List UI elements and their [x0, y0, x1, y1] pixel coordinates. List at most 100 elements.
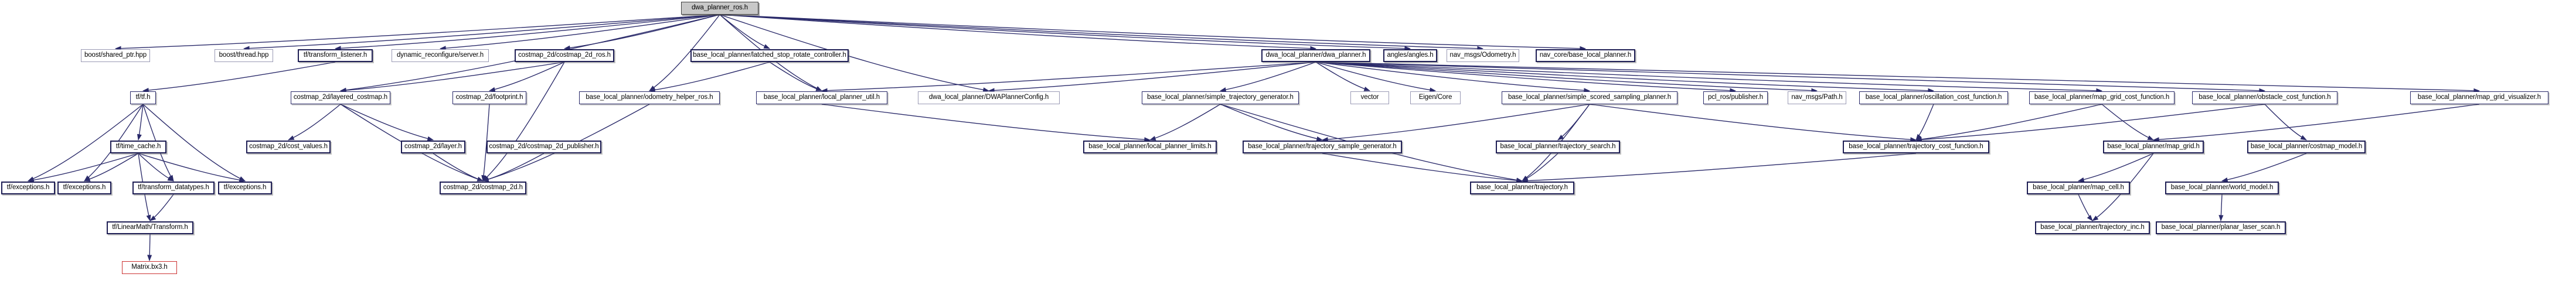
graph-node[interactable]: base_local_planner/world_model.h	[2165, 182, 2279, 194]
node-label: costmap_2d/cost_values.h	[249, 143, 328, 150]
graph-node[interactable]: costmap_2d/footprint.h	[452, 91, 526, 104]
graph-node[interactable]: dynamic_reconfigure/server.h	[392, 49, 489, 62]
graph-edge	[1315, 61, 2103, 93]
node-label: costmap_2d/footprint.h	[455, 94, 523, 101]
graph-node[interactable]: costmap_2d/costmap_2d_publisher.h	[486, 141, 601, 153]
node-label: base_local_planner/costmap_model.h	[2250, 143, 2363, 150]
graph-node[interactable]: costmap_2d/costmap_2d_ros.h	[515, 49, 614, 62]
graph-node[interactable]: base_local_planner/planar_laser_scan.h	[2156, 221, 2286, 234]
graph-node[interactable]: tf/transform_listener.h	[298, 49, 373, 62]
graph-node[interactable]: base_local_planner/oscillation_cost_func…	[1859, 91, 2008, 104]
graph-edge	[988, 61, 1316, 93]
graph-node[interactable]: Matrix.bx3.h	[122, 261, 177, 274]
graph-node[interactable]: base_local_planner/obstacle_cost_functio…	[2192, 91, 2337, 104]
node-label: base_local_planner/local_planner_util.h	[763, 94, 880, 101]
graph-node[interactable]: base_local_planner/simple_scored_samplin…	[1502, 91, 1677, 104]
graph-edge	[719, 14, 1411, 51]
node-label: boost/shared_ptr.hpp	[84, 52, 147, 59]
graph-edge	[439, 14, 720, 51]
graph-edge	[83, 153, 139, 182]
graph-edge	[482, 61, 565, 182]
graph-edge	[648, 61, 770, 93]
node-label: base_local_planner/trajectory_sample_gen…	[1248, 143, 1397, 150]
node-label: base_local_planner/oscillation_cost_func…	[1865, 94, 2002, 101]
graph-edge	[2264, 104, 2307, 141]
graph-edge	[1915, 104, 1934, 141]
graph-node[interactable]: nav_msgs/Odometry.h	[1447, 49, 1519, 62]
node-label: boost/thread.hpp	[219, 52, 269, 59]
graph-edge	[1315, 61, 2266, 93]
graph-node[interactable]: base_local_planner/trajectory_search.h	[1496, 141, 1620, 153]
node-label: base_local_planner/map_grid_visualizer.h	[2417, 94, 2541, 101]
graph-edge	[1315, 61, 1591, 93]
graph-edge	[482, 153, 545, 182]
node-label: tf/LinearMath/Transform.h	[112, 224, 188, 231]
graph-node[interactable]: tf/exceptions.h	[218, 182, 272, 194]
graph-node[interactable]: costmap_2d/costmap_2d.h	[440, 182, 526, 194]
graph-node[interactable]: boost/shared_ptr.hpp	[81, 49, 150, 62]
node-label: tf/exceptions.h	[63, 184, 106, 191]
node-label: base_local_planner/simple_scored_samplin…	[1508, 94, 1672, 101]
graph-edge	[1321, 104, 1590, 142]
graph-node[interactable]: tf/tf.h	[130, 91, 156, 104]
graph-node[interactable]: base_local_planner/trajectory_inc.h	[2035, 221, 2150, 234]
graph-node[interactable]: base_local_planner/trajectory_cost_funct…	[1843, 141, 1989, 153]
graph-edge	[488, 61, 565, 92]
node-label: base_local_planner/world_model.h	[2170, 184, 2274, 191]
graph-node[interactable]: base_local_planner/local_planner_limits.…	[1083, 141, 1217, 153]
graph-edge	[1219, 61, 1316, 93]
graph-edge	[2078, 194, 2093, 221]
graph-root-node[interactable]: dwa_planner_ros.h	[681, 2, 758, 15]
graph-node[interactable]: nav_msgs/Path.h	[1788, 91, 1846, 104]
graph-node[interactable]: base_local_planner/simple_trajectory_gen…	[1142, 91, 1299, 104]
graph-node[interactable]: costmap_2d/cost_values.h	[246, 141, 331, 153]
graph-edge	[1557, 104, 1590, 141]
node-label: base_local_planner/planar_laser_scan.h	[2161, 224, 2281, 231]
graph-node[interactable]: base_local_planner/latched_stop_rotate_c…	[690, 49, 849, 62]
graph-node[interactable]: base_local_planner/local_planner_util.h	[756, 91, 887, 104]
graph-edge	[288, 104, 341, 141]
graph-node[interactable]: base_local_planner/trajectory.h	[1470, 182, 1574, 194]
graph-node[interactable]: boost/thread.hpp	[215, 49, 273, 62]
node-label: angles/angles.h	[1387, 52, 1434, 59]
graph-node[interactable]: base_local_planner/costmap_model.h	[2247, 141, 2366, 153]
graph-node[interactable]: tf/LinearMath/Transform.h	[107, 221, 193, 234]
graph-edge	[149, 194, 174, 221]
graph-node[interactable]: vector	[1350, 91, 1389, 104]
node-label: base_local_planner/latched_stop_rotate_c…	[693, 52, 846, 59]
node-label: nav_msgs/Path.h	[1791, 94, 1843, 101]
graph-node[interactable]: tf/exceptions.h	[57, 182, 111, 194]
graph-node[interactable]: costmap_2d/layered_costmap.h	[291, 91, 390, 104]
graph-edge	[1315, 61, 1818, 93]
node-label: base_local_planner/trajectory.h	[1476, 184, 1568, 191]
graph-edge	[1521, 153, 1917, 183]
graph-node[interactable]: base_local_planner/odometry_helper_ros.h	[579, 91, 720, 104]
graph-node[interactable]: tf/time_cache.h	[110, 141, 166, 153]
graph-edge	[1315, 61, 1737, 93]
graph-node[interactable]: pcl_ros/publisher.h	[1703, 91, 1768, 104]
graph-edge	[821, 61, 1316, 93]
graph-node[interactable]: costmap_2d/layer.h	[401, 141, 465, 153]
graph-node[interactable]: Eigen/Core	[1410, 91, 1461, 104]
graph-node[interactable]: base_local_planner/map_grid_cost_functio…	[2029, 91, 2175, 104]
node-label: dwa_planner_ros.h	[691, 4, 748, 12]
node-label: tf/time_cache.h	[115, 143, 161, 150]
graph-node[interactable]: base_local_planner/map_grid.h	[2103, 141, 2204, 153]
graph-node[interactable]: dwa_local_planner/dwa_planner.h	[1261, 49, 1370, 62]
node-label: dwa_local_planner/dwa_planner.h	[1265, 52, 1366, 59]
graph-node[interactable]: tf/exceptions.h	[1, 182, 55, 194]
graph-edge	[1915, 104, 2265, 142]
node-label: costmap_2d/layer.h	[404, 143, 462, 150]
graph-edge	[719, 14, 1484, 51]
graph-node[interactable]: base_local_planner/trajectory_sample_gen…	[1243, 141, 1402, 153]
graph-node[interactable]: nav_core/base_local_planner.h	[1536, 49, 1635, 62]
graph-node[interactable]: base_local_planner/map_cell.h	[2027, 182, 2130, 194]
graph-edge	[138, 153, 174, 182]
graph-node[interactable]: angles/angles.h	[1383, 49, 1437, 62]
graph-edge	[114, 14, 720, 51]
graph-node[interactable]: base_local_planner/map_grid_visualizer.h	[2410, 91, 2548, 104]
graph-node[interactable]: tf/transform_datatypes.h	[132, 182, 215, 194]
node-label: base_local_planner/map_grid.h	[2107, 143, 2200, 150]
graph-node[interactable]: dwa_local_planner/DWAPlannerConfig.h	[918, 91, 1060, 104]
